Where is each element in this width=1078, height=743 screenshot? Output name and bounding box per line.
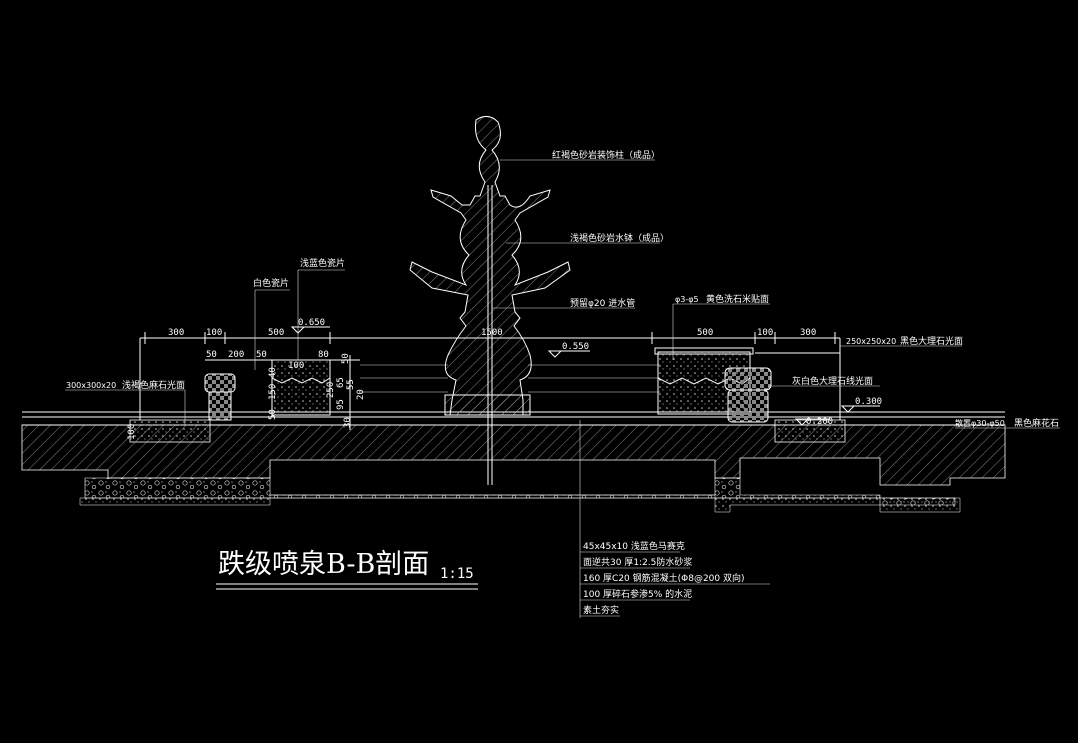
right-pool [654, 347, 846, 443]
dim-left-300: 300 [168, 328, 184, 338]
basin-plinth [444, 394, 531, 416]
central-fountain-sculpture [360, 116, 660, 485]
label-light-stone-size: 300x300x20 [66, 381, 116, 390]
elev-0300: 0.300 [855, 397, 882, 407]
dim-50b: 50 [256, 350, 267, 360]
sculpture-column [409, 116, 571, 416]
dim-v150: 150 [268, 384, 278, 400]
dim-v250: 250 [326, 382, 336, 398]
layer-callout: 45x45x10 浅蓝色马赛克 面逆共30 厚1:2.5防水砂浆 160 厚C2… [579, 420, 770, 618]
label-yellow-stone-dim: φ3-φ5 [675, 295, 699, 304]
dim-50a: 50 [206, 350, 217, 360]
label-white-tile: 白色瓷片 [253, 277, 289, 289]
label-sculpture-body: 浅褐色砂岩水钵（成品） [570, 232, 669, 244]
dim-right-500: 500 [697, 328, 713, 338]
dim-left-100: 100 [206, 328, 222, 338]
annotations: 红褐色砂岩装饰柱（成品） 浅褐色砂岩水钵（成品） 预留φ20 进水管 φ3-φ5… [65, 149, 1060, 429]
layer-5: 素土夯实 [583, 604, 619, 616]
layer-3: 160 厚C20 钢筋混凝土(Φ8@200 双向) [583, 572, 745, 584]
label-black-marble: 黑色大理石光面 [900, 335, 963, 347]
left-stone-edge [129, 419, 211, 443]
dim-100: 100 [288, 361, 304, 371]
dim-v50b: 50 [268, 409, 278, 420]
elev-0200: 0.200 [806, 417, 833, 427]
dim-left-500: 500 [268, 328, 284, 338]
right-pillar-base [727, 389, 769, 423]
dim-v40: 40 [268, 367, 278, 378]
elev-0650: 0.650 [298, 318, 325, 328]
label-granite: 黑色麻花石 [1014, 417, 1059, 429]
label-grey-marble: 灰白色大理石线光面 [792, 375, 873, 387]
left-pillar-base [208, 391, 232, 421]
dim-v65: 65 [336, 377, 346, 388]
layer-4: 100 厚碎石参渗5% 的水泥 [583, 588, 692, 600]
label-light-stone: 浅褐色麻石光面 [122, 379, 185, 391]
compacted-soil [79, 494, 961, 513]
top-dimension-chain: 300 100 500 1500 500 100 300 [139, 328, 841, 420]
dim-v50: 50 [341, 353, 351, 364]
dim-right-300: 300 [800, 328, 816, 338]
drawing-title-block: 跌级喷泉B-B剖面 1:15 [216, 549, 478, 590]
dim-v30: 30 [343, 417, 353, 428]
layer-2: 面逆共30 厚1:2.5防水砂浆 [583, 556, 692, 568]
left-planter [271, 359, 331, 416]
dim-v95: 95 [336, 399, 346, 410]
dim-mid-1500: 1500 [481, 328, 503, 338]
right-pillar-top [724, 367, 772, 391]
right-stone-edge [774, 419, 846, 443]
left-pillar-top [204, 373, 236, 393]
layer-1: 45x45x10 浅蓝色马赛克 [583, 540, 685, 552]
dim-v100: 100 [127, 424, 137, 440]
dim-v20: 20 [356, 389, 366, 400]
dim-right-100: 100 [757, 328, 773, 338]
drawing-title: 跌级喷泉B-B剖面 [218, 549, 429, 580]
dim-80: 80 [318, 350, 329, 360]
label-inlet-pipe: 预留φ20 进水管 [570, 297, 635, 309]
label-black-marble-size: 250x250x20 [846, 337, 896, 346]
label-yellow-stone: 黄色洗石米贴面 [706, 293, 769, 305]
label-sculpture-top: 红褐色砂岩装饰柱（成品） [552, 149, 660, 161]
label-granite-size: 散置φ30-φ50 [955, 418, 1005, 428]
elev-0550: 0.550 [562, 342, 589, 352]
drawing-scale: 1:15 [440, 566, 474, 582]
dim-v55: 55 [346, 379, 356, 390]
label-blue-tile: 浅蓝色瓷片 [300, 257, 345, 269]
left-detail-dims: 50 200 50 100 80 50 250 65 55 20 95 150 … [127, 350, 366, 440]
elevation-markers: 0.650 0.550 0.300 0.200 [290, 318, 882, 427]
dim-200: 200 [228, 350, 244, 360]
